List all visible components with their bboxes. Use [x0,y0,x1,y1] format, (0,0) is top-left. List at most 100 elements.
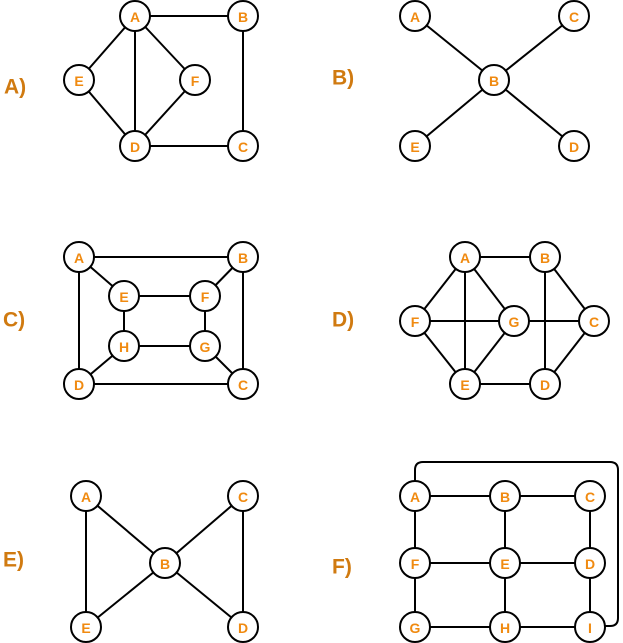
node-circle [227,368,259,400]
node-circle [399,480,431,512]
edge-B-C [493,15,575,81]
node-h: H [489,611,521,643]
node-label: G [410,620,421,636]
node-circle [189,280,221,312]
node-b: B [149,547,181,579]
node-circle [529,241,561,273]
node-b: B [227,0,259,32]
node-b: B [489,480,521,512]
node-label: C [238,377,248,393]
node-b: B [478,64,510,96]
node-label: D [585,556,595,572]
node-label: D [540,377,550,393]
node-g: G [498,305,530,337]
node-circle [478,64,510,96]
node-circle [489,547,521,579]
node-e: E [489,547,521,579]
node-circle [108,330,140,362]
node-label: B [238,9,248,25]
node-label: B [489,73,499,89]
node-c: C [227,130,259,162]
edge-B-E [414,79,495,147]
node-h: H [108,330,140,362]
node-d: D [574,547,606,579]
node-circle [399,0,431,32]
node-f: F [399,305,431,337]
node-e: E [70,611,102,643]
node-b: B [529,241,561,273]
node-d: D [529,368,561,400]
node-label: E [500,556,509,572]
node-a: A [399,480,431,512]
node-circle [558,0,590,32]
node-circle [70,480,102,512]
node-circle [399,130,431,162]
node-label: A [74,250,84,266]
node-a: A [449,241,481,273]
node-label: D [569,139,579,155]
node-label: B [500,489,510,505]
node-d: D [119,130,151,162]
node-label: E [81,620,90,636]
node-circle [574,611,606,643]
node-label: C [569,9,579,25]
node-label: F [411,556,420,572]
node-f: F [179,64,211,96]
node-circle [399,305,431,337]
node-b: B [227,241,259,273]
node-circle [179,64,211,96]
node-label: F [201,289,210,305]
node-label: F [411,314,420,330]
node-circle [63,368,95,400]
node-circle [189,330,221,362]
node-g: G [189,330,221,362]
edge-B-C [164,495,244,564]
node-circle [558,130,590,162]
node-circle [63,241,95,273]
node-label: D [238,620,248,636]
node-label: C [585,489,595,505]
node-c: C [558,0,590,32]
node-d: D [63,368,95,400]
node-label: I [588,620,592,636]
node-c: C [578,305,610,337]
node-circle [449,368,481,400]
node-label: A [130,9,140,25]
node-d: D [558,130,590,162]
node-circle [119,0,151,32]
node-circle [63,64,95,96]
node-circle [70,611,102,643]
graph-label: C) [3,309,25,332]
node-a: A [399,0,431,32]
node-label: F [191,73,200,89]
graph-label: D) [332,309,354,332]
node-label: C [589,314,599,330]
node-label: E [74,73,83,89]
node-circle [489,611,521,643]
node-label: D [74,377,84,393]
node-f: F [189,280,221,312]
node-circle [489,480,521,512]
node-circle [449,241,481,273]
node-label: A [410,9,420,25]
node-c: C [227,480,259,512]
node-label: B [540,250,550,266]
node-label: G [200,339,211,355]
node-circle [578,305,610,337]
node-d: D [227,611,259,643]
edge-A-I [414,461,619,627]
node-c: C [574,480,606,512]
node-e: E [449,368,481,400]
edge-B-D [493,79,575,147]
node-label: A [81,489,91,505]
node-label: H [119,339,129,355]
node-c: C [227,368,259,400]
node-circle [227,0,259,32]
node-circle [574,547,606,579]
